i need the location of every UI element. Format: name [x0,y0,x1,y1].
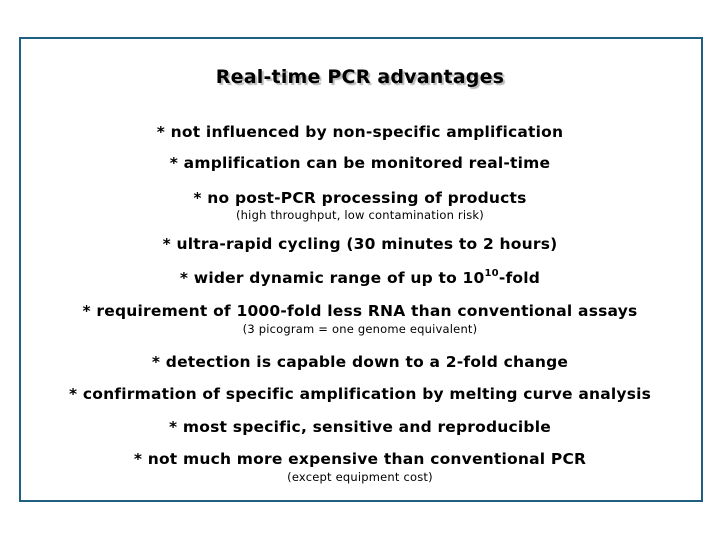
slide-title: Real-time PCR advantages [215,66,505,88]
note-equipment-cost: (except equipment cost) [287,470,433,484]
bullet-most-specific: * most specific, sensitive and reproduci… [169,418,551,436]
bullet-not-expensive: * not much more expensive than conventio… [133,450,587,468]
bullet-not-influenced: * not influenced by non-specific amplifi… [156,123,564,141]
bullet-ultra-rapid-cycling: * ultra-rapid cycling (30 minutes to 2 h… [162,235,558,253]
dynamic-range-exponent: 10 [484,267,499,279]
dynamic-range-suffix: -fold [498,269,541,287]
bullet-two-fold-detection: * detection is capable down to a 2-fold … [151,353,569,371]
bullet-dynamic-range: * wider dynamic range of up to 1010-fold [0,267,720,287]
slide-frame [19,37,703,502]
bullet-monitored-real-time: * amplification can be monitored real-ti… [169,154,551,172]
dynamic-range-text: * wider dynamic range of up to 10 [179,269,485,287]
note-high-throughput: (high throughput, low contamination risk… [236,208,484,222]
bullet-less-rna: * requirement of 1000-fold less RNA than… [82,302,638,320]
bullet-no-post-pcr: * no post-PCR processing of products [193,189,527,207]
note-picogram: (3 picogram = one genome equivalent) [242,322,478,336]
bullet-melting-curve: * confirmation of specific amplification… [68,385,652,403]
